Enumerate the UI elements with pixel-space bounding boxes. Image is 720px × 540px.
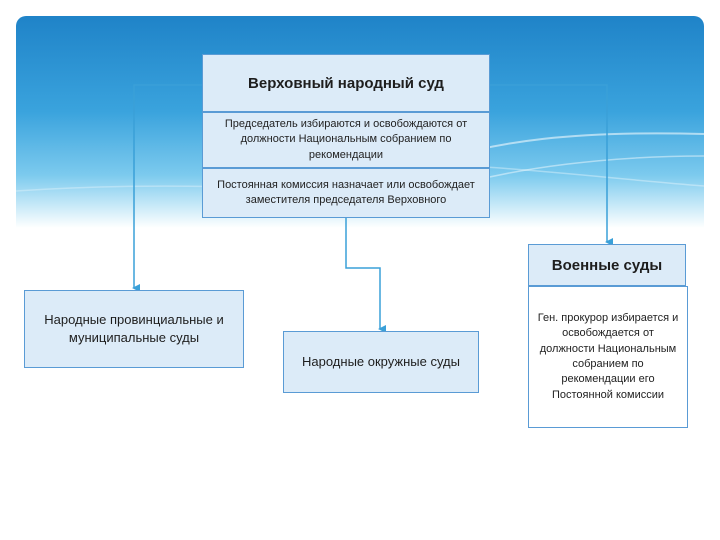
supreme-court-note-box-2: Постоянная комиссия назначает или освобо… — [202, 168, 490, 218]
connector-to-district — [345, 218, 386, 333]
district-courts-label: Народные окружные суды — [302, 353, 460, 369]
military-courts-title: Военные суды — [551, 256, 663, 274]
connector-to-military — [490, 84, 613, 246]
supreme-court-title: Верховный народный суд — [248, 74, 444, 92]
supreme-court-note-box-1: Председатель избираются и освобождаются … — [202, 112, 490, 168]
supreme-court-note-1: Председатель избираются и освобождаются … — [224, 117, 468, 161]
provincial-courts-box: Народные провинциальные и муниципальные … — [24, 290, 244, 368]
military-courts-title-box: Военные суды — [528, 244, 686, 286]
military-courts-note-box: Ген. прокурор избирается и освобождается… — [528, 286, 688, 428]
supreme-court-title-box: Верховный народный суд — [202, 54, 490, 112]
district-courts-box: Народные окружные суды — [283, 331, 479, 393]
supreme-court-note-2: Постоянная комиссия назначает или освобо… — [217, 178, 475, 206]
military-courts-note: Ген. прокурор избирается и освобождается… — [537, 311, 679, 401]
provincial-courts-label: Народные провинциальные и муниципальные … — [44, 311, 224, 345]
connector-to-provincial — [132, 84, 202, 292]
